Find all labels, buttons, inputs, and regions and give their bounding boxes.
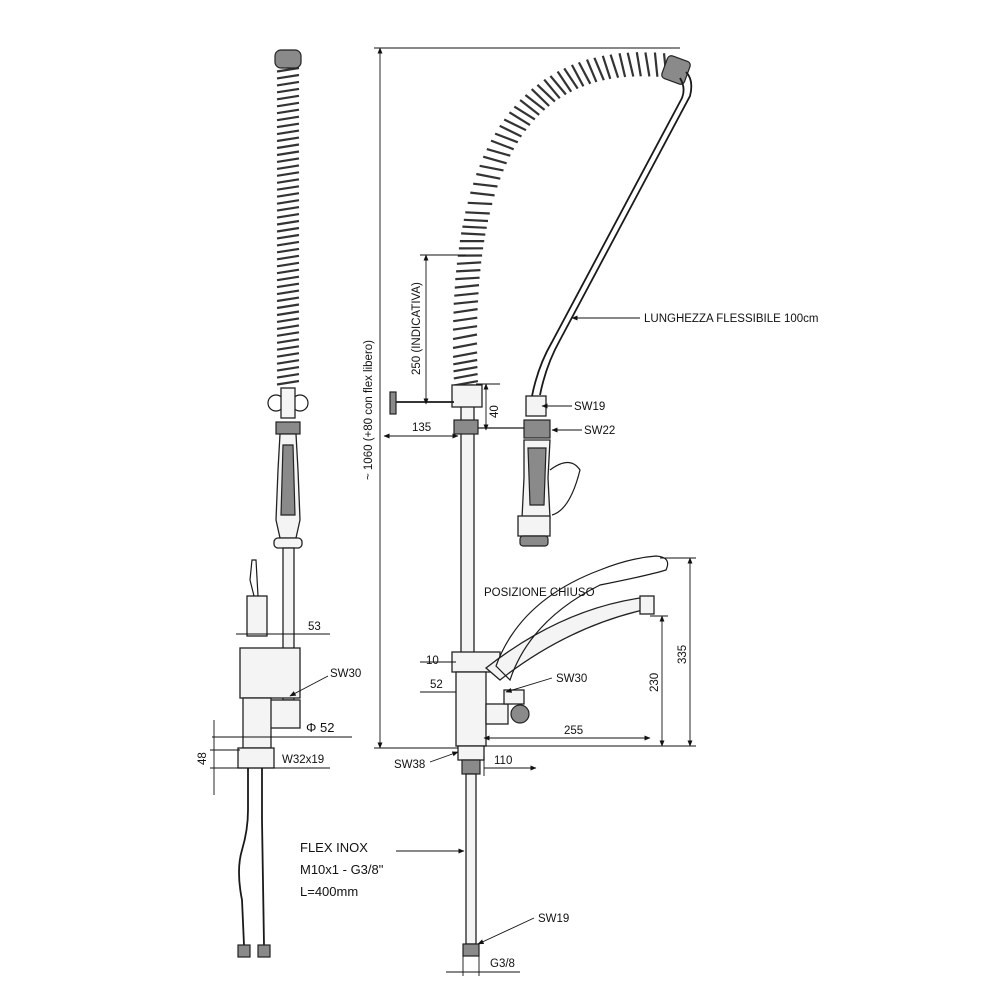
dia-52-label: Φ 52 xyxy=(306,720,334,735)
front-valve-knob xyxy=(510,704,530,724)
side-hook-ring xyxy=(273,537,303,549)
dim-10-label: 10 xyxy=(426,655,439,667)
dim-335-label: 335 xyxy=(677,645,689,664)
dim-110-label: 110 xyxy=(494,755,512,767)
side-flex-end-right xyxy=(257,944,271,958)
front-spring-coil xyxy=(452,52,668,387)
front-spray-grip xyxy=(527,447,547,506)
dim-230-label: 230 xyxy=(649,673,661,692)
sw19-bottom-leader xyxy=(477,917,535,945)
dim-255-label: 255 xyxy=(564,725,583,737)
overall-height-dimension: ~ 1060 (+80 con flex libero) xyxy=(363,47,680,749)
front-tap-body xyxy=(455,671,487,747)
front-hook-end xyxy=(389,391,397,415)
side-tap-lower-body xyxy=(242,697,272,749)
side-mounting-nut xyxy=(237,747,275,769)
dim-48-label: 48 xyxy=(197,752,209,765)
side-flex-hose-left xyxy=(238,768,249,946)
sw19-top-label: SW19 xyxy=(574,401,605,413)
sw38-label: SW38 xyxy=(394,759,425,771)
front-spout-aerator xyxy=(639,595,655,615)
side-spring-clamp xyxy=(280,387,296,419)
front-spray-trigger xyxy=(549,461,581,516)
flex-inox-line3: L=400mm xyxy=(300,884,358,899)
side-lever-tip xyxy=(249,559,259,597)
sw30-left-label: SW30 xyxy=(330,668,361,680)
front-spray-nut-sw22 xyxy=(523,419,551,439)
front-flex-end xyxy=(462,943,480,957)
overall-height-label: ~ 1060 (+80 con flex libero) xyxy=(363,340,375,480)
dim-53-label: 53 xyxy=(308,621,321,633)
dim-250-label: 250 (INDICATIVA) xyxy=(411,282,423,375)
sw30-left-leader xyxy=(289,675,329,697)
closed-position-label: POSIZIONE CHIUSO xyxy=(484,587,595,599)
side-spray-grip xyxy=(280,444,296,516)
front-flex-hose xyxy=(465,773,477,945)
sw22-label: SW22 xyxy=(584,425,615,437)
flex-length-label: LUNGHEZZA FLESSIBILE 100cm xyxy=(644,313,818,325)
flex-inox-line2: M10x1 - G3/8" xyxy=(300,862,384,877)
sw19-bottom-label: SW19 xyxy=(538,913,569,925)
front-view: 250 (INDICATIVA) 40 135 SW19 SW22 LUNGHE… xyxy=(300,52,818,976)
flex-inox-line1: FLEX INOX xyxy=(300,840,368,855)
sw30-right-label: SW30 xyxy=(556,673,587,685)
front-base-thread xyxy=(461,759,481,775)
front-hook-collar xyxy=(453,419,479,435)
front-spray-head xyxy=(517,515,551,537)
sw30-right-leader xyxy=(505,677,553,693)
w32x19-label: W32x19 xyxy=(282,754,324,766)
front-spring-holder xyxy=(451,384,483,408)
side-spring-coil xyxy=(276,66,300,386)
side-flex-end-left xyxy=(237,944,251,958)
side-flex-hose-right xyxy=(261,768,265,946)
side-view: 53 SW30 Φ 52 48 W32x19 xyxy=(197,49,361,958)
dim-40-label: 40 xyxy=(489,405,501,418)
g38-label: G3/8 xyxy=(490,958,515,970)
front-long-lever xyxy=(495,555,669,682)
side-hose-nut xyxy=(275,421,301,435)
front-valve-cap xyxy=(485,703,509,725)
dim-52-right-label: 52 xyxy=(430,679,443,691)
dim-135-label: 135 xyxy=(412,422,431,434)
side-lever-stem xyxy=(246,595,268,637)
front-spray-nozzle xyxy=(519,535,549,547)
side-tap-body xyxy=(239,647,301,699)
sw38-leader xyxy=(429,751,459,763)
side-spring-top-cap xyxy=(274,49,302,69)
side-outlet-nut xyxy=(269,699,301,729)
front-base-nut xyxy=(457,745,485,761)
front-spout xyxy=(484,597,654,681)
front-swing-arm-outer xyxy=(539,71,693,396)
front-swing-arm-inner xyxy=(531,77,685,397)
